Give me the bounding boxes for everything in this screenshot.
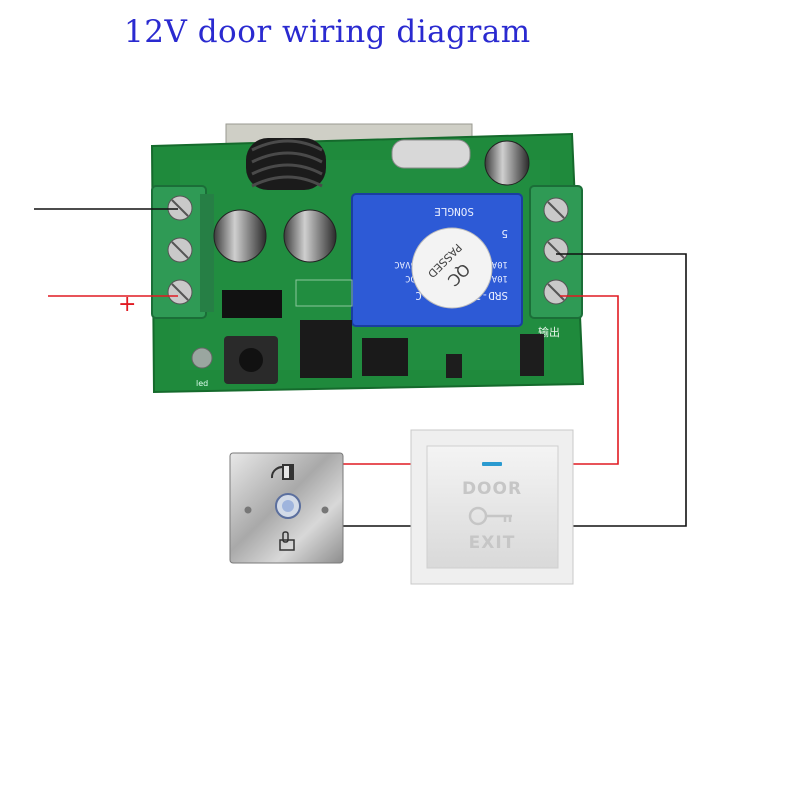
- pin-header-2: [295, 279, 353, 307]
- receiver-board: SRD-12VDC-SL-C 10A 30VDC 10A 28VDC 10A 2…: [150, 123, 585, 394]
- relay-side-text: 5: [501, 227, 508, 240]
- stainless-exit-button[interactable]: [229, 452, 344, 564]
- crystal-oscillator: [391, 139, 471, 169]
- pin-header: [222, 290, 282, 318]
- ic-chip-2: [362, 338, 408, 376]
- door-exit-panel[interactable]: DOOR EXIT: [410, 429, 574, 585]
- indicator-light: [482, 462, 502, 466]
- positive-polarity-mark: +: [118, 292, 137, 317]
- led-label: led: [196, 379, 208, 388]
- key-icon: [468, 506, 512, 526]
- ic-chip-1: [300, 320, 352, 378]
- diode: [520, 334, 544, 376]
- output-terminal-block: [529, 185, 583, 319]
- capacitor-left: [213, 209, 267, 263]
- capacitor-top: [484, 140, 530, 186]
- relay-brand: SONGLE: [434, 205, 474, 218]
- diagram-title: 12V door wiring diagram: [124, 14, 531, 50]
- output-red-wire: [560, 295, 619, 465]
- antenna-coil: [246, 138, 326, 190]
- door-open-icon: [270, 464, 294, 480]
- input-terminal-block: [151, 185, 214, 319]
- exit-label: EXIT: [469, 533, 516, 553]
- qc-sticker: QC PASSED: [411, 227, 493, 309]
- output-black-wire: [556, 253, 687, 527]
- door-label: DOOR: [462, 479, 522, 499]
- hand-press-icon: [279, 531, 295, 551]
- status-led: [191, 347, 213, 369]
- capacitor-right: [283, 209, 337, 263]
- transistor: [446, 354, 462, 378]
- wires: [34, 208, 687, 527]
